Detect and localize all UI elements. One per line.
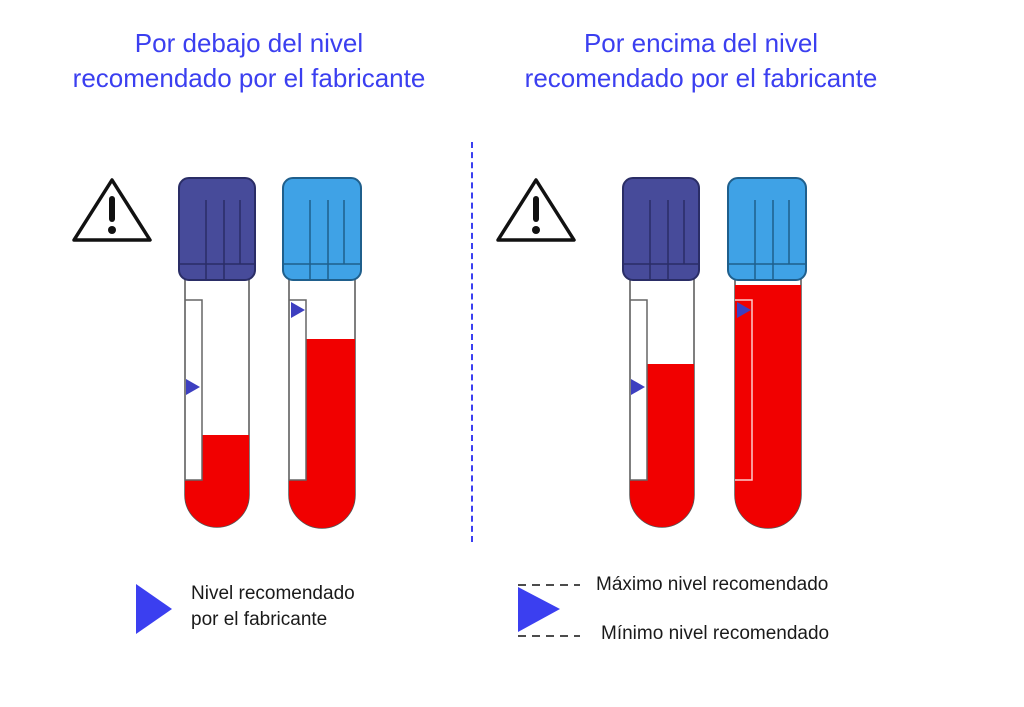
tube-below-dark-cap (178, 177, 256, 528)
legend-marker-icon (136, 584, 172, 634)
legend-left-line1: Nivel recomendado (191, 583, 355, 604)
legend-recommended-level: Nivel recomendado por el fabricante (191, 581, 355, 633)
fill-level-marker-icon (291, 302, 305, 318)
warning-triangle-icon (72, 178, 152, 242)
heading-above-line1: Por encima del nivel (583, 28, 819, 58)
heading-below-level: Por debajo del nivel recomendado por el … (14, 26, 484, 96)
blood-fill (185, 435, 249, 527)
fill-level-marker-icon (737, 302, 751, 318)
legend-min-label: Mínimo nivel recomendado (601, 623, 830, 644)
fill-level-marker-icon (186, 379, 200, 395)
blood-fill (735, 285, 801, 528)
tube-cap (622, 177, 700, 281)
fill-level-marker-icon (631, 379, 645, 395)
legend-max-label: Máximo nivel recomendado (596, 574, 829, 595)
tube-cap (282, 177, 362, 281)
heading-above-level: Por encima del nivel recomendado por el … (466, 26, 936, 96)
heading-above-line2: recomendado por el fabricante (524, 63, 878, 93)
section-divider (471, 142, 473, 542)
heading-below-line2: recomendado por el fabricante (72, 63, 426, 93)
tube-below-light-cap (282, 177, 362, 529)
tube-above-light-cap (727, 177, 807, 529)
blood-fill (630, 364, 694, 527)
tube-cap (727, 177, 807, 281)
heading-below-line1: Por debajo del nivel (134, 28, 364, 58)
tube-above-dark-cap (622, 177, 700, 528)
tube-cap (178, 177, 256, 281)
warning-triangle-icon (496, 178, 576, 242)
legend-marker-icon (518, 587, 560, 632)
legend-left-line2: por el fabricante (191, 609, 328, 630)
